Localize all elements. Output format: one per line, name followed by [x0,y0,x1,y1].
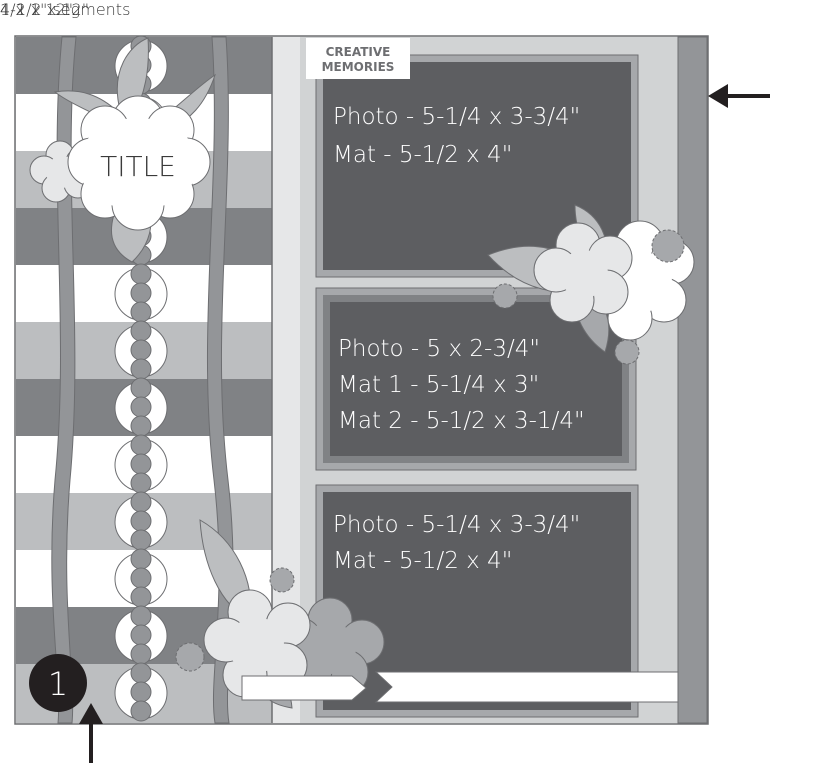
small-bud-5 [175,642,205,672]
logo-line-2: MEMORIES [322,60,395,74]
photo-3-line-2: Mat - 5-1/2 x 4" [333,548,512,574]
bottom-dimension-label: 4 x 1" segments [0,0,131,19]
photo-3-text: Photo - 5-1/4 x 3-3/4" Mat - 5-1/2 x 4" [333,512,580,574]
wavy-strip-left [51,36,77,724]
chain-dot [130,434,152,456]
right-arrow-indicator [708,84,770,108]
photo-2-text: Photo - 5 x 2-3/4" Mat 1 - 5-1/4 x 3" Ma… [338,336,585,434]
chain-dot [130,700,152,722]
chain-dot [130,396,152,418]
small-bud-2 [492,283,518,309]
photo-1-line-1: Photo - 5-1/4 x 3-3/4" [333,104,580,130]
photo-2-line-3: Mat 2 - 5-1/2 x 3-1/4" [338,408,585,434]
banner-right [374,671,679,703]
chain-dot [130,358,152,380]
chain-dot [130,529,152,551]
right-border-strip [677,36,708,724]
chain-dot [130,605,152,627]
chain-dot [130,377,152,399]
logo-box [306,38,410,79]
chain-dot [130,548,152,570]
step-number: 1 [48,665,68,703]
photo-3-line-1: Photo - 5-1/4 x 3-3/4" [333,512,580,538]
chain-dot [130,681,152,703]
bottom-flower-cluster [175,519,385,709]
top-dimension-label: 4-1/2 x 12" [0,0,90,19]
title-cloud [67,95,211,231]
title-flower-cluster: TITLE [29,37,216,263]
photo-2 [330,302,622,456]
photo-2-line-2: Mat 1 - 5-1/4 x 3" [338,372,539,398]
chain-dot [130,282,152,304]
right-dimension-label: 1/2 x 12" [0,0,74,19]
chain-dot [130,586,152,608]
chain-dot [130,320,152,342]
right-flower-cluster [487,204,695,365]
chain-dot [130,415,152,437]
small-bud-3 [614,339,640,365]
photo-1-line-2: Mat - 5-1/2 x 4" [333,142,512,168]
chain-dot [130,624,152,646]
petal-flower-right [533,222,633,323]
chain-dot [130,339,152,361]
chain-dot [130,643,152,665]
photo-1-text: Photo - 5-1/4 x 3-3/4" Mat - 5-1/2 x 4" [333,104,580,168]
chain-dot [130,263,152,285]
chain-dot [130,567,152,589]
banner-left [241,675,367,701]
chain-dot [130,491,152,513]
title-text: TITLE [100,150,176,183]
small-bud-4 [269,567,295,593]
small-bud-1 [651,229,685,263]
logo-line-1: CREATIVE [326,45,391,59]
chain-dot [130,301,152,323]
chain-dot [130,662,152,684]
up-arrow-indicator [79,703,103,763]
photo-2-line-1: Photo - 5 x 2-3/4" [338,336,540,362]
chain-dot [130,472,152,494]
step-badge [29,654,87,712]
chain-dot [130,453,152,475]
chain-dot [130,510,152,532]
